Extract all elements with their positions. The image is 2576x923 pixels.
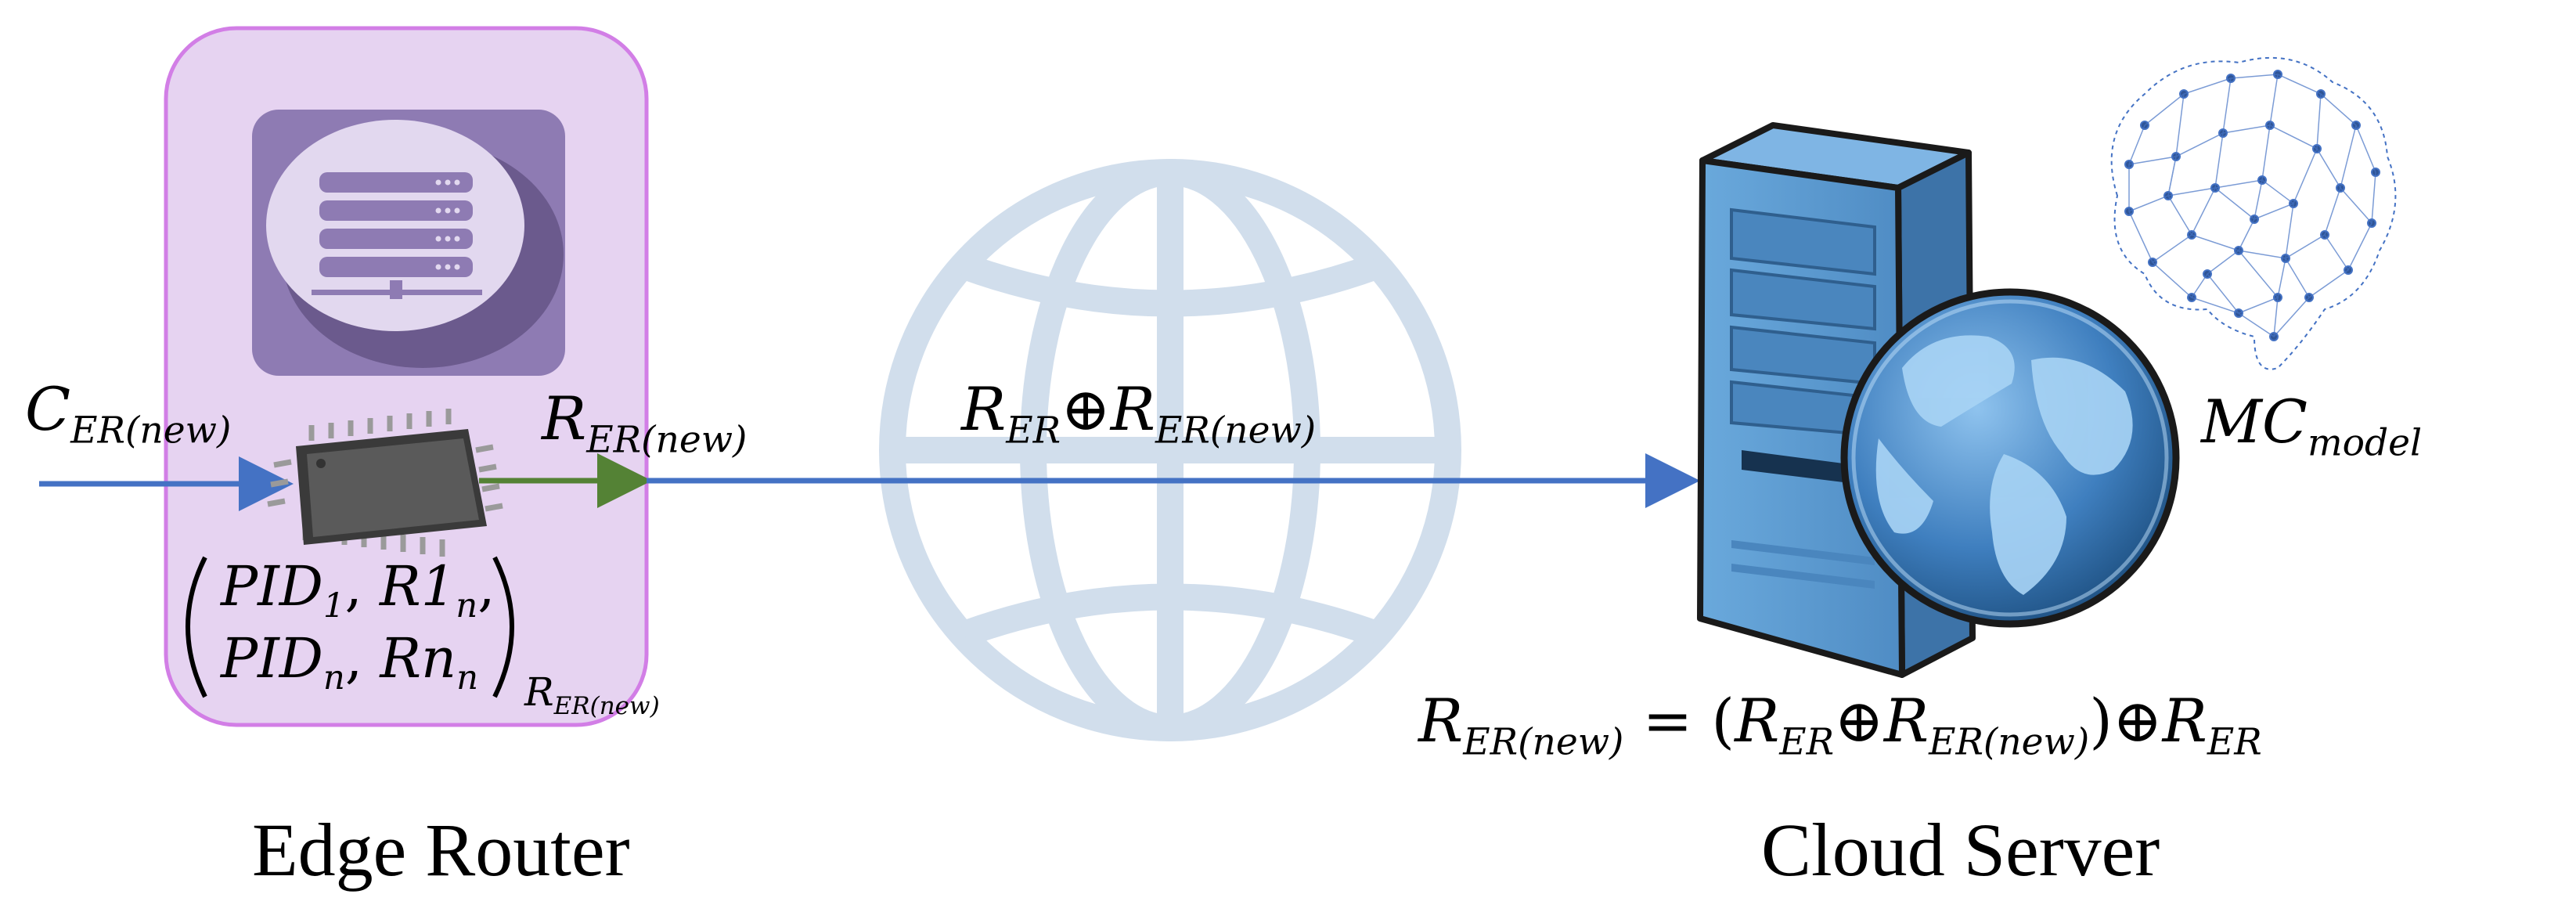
server-rack-icon	[252, 110, 565, 376]
input-label: CER(new)	[25, 374, 232, 452]
output-label: RER(new)	[542, 384, 748, 462]
pid-row-1: PID1, R1n,	[221, 554, 495, 626]
cloud-server-caption: Cloud Server	[1761, 808, 2160, 892]
model-label: MCmodel	[2201, 387, 2423, 465]
pid-row-2: PIDn, Rnn	[221, 626, 479, 698]
edge-router-caption: Edge Router	[252, 808, 630, 892]
recovery-equation: RER(new) = (RER⊕RER(new))⊕RER	[1418, 686, 2262, 764]
pid-open-paren	[186, 556, 207, 698]
pid-subscript: RER(new)	[524, 669, 660, 720]
pid-close-paren	[492, 556, 514, 698]
earth-icon	[1840, 288, 2180, 628]
globe-icon	[879, 159, 1461, 741]
brain-network-icon	[2110, 56, 2397, 370]
microchip-icon	[267, 409, 503, 557]
xor-label: RER⊕RER(new)	[961, 374, 1317, 452]
